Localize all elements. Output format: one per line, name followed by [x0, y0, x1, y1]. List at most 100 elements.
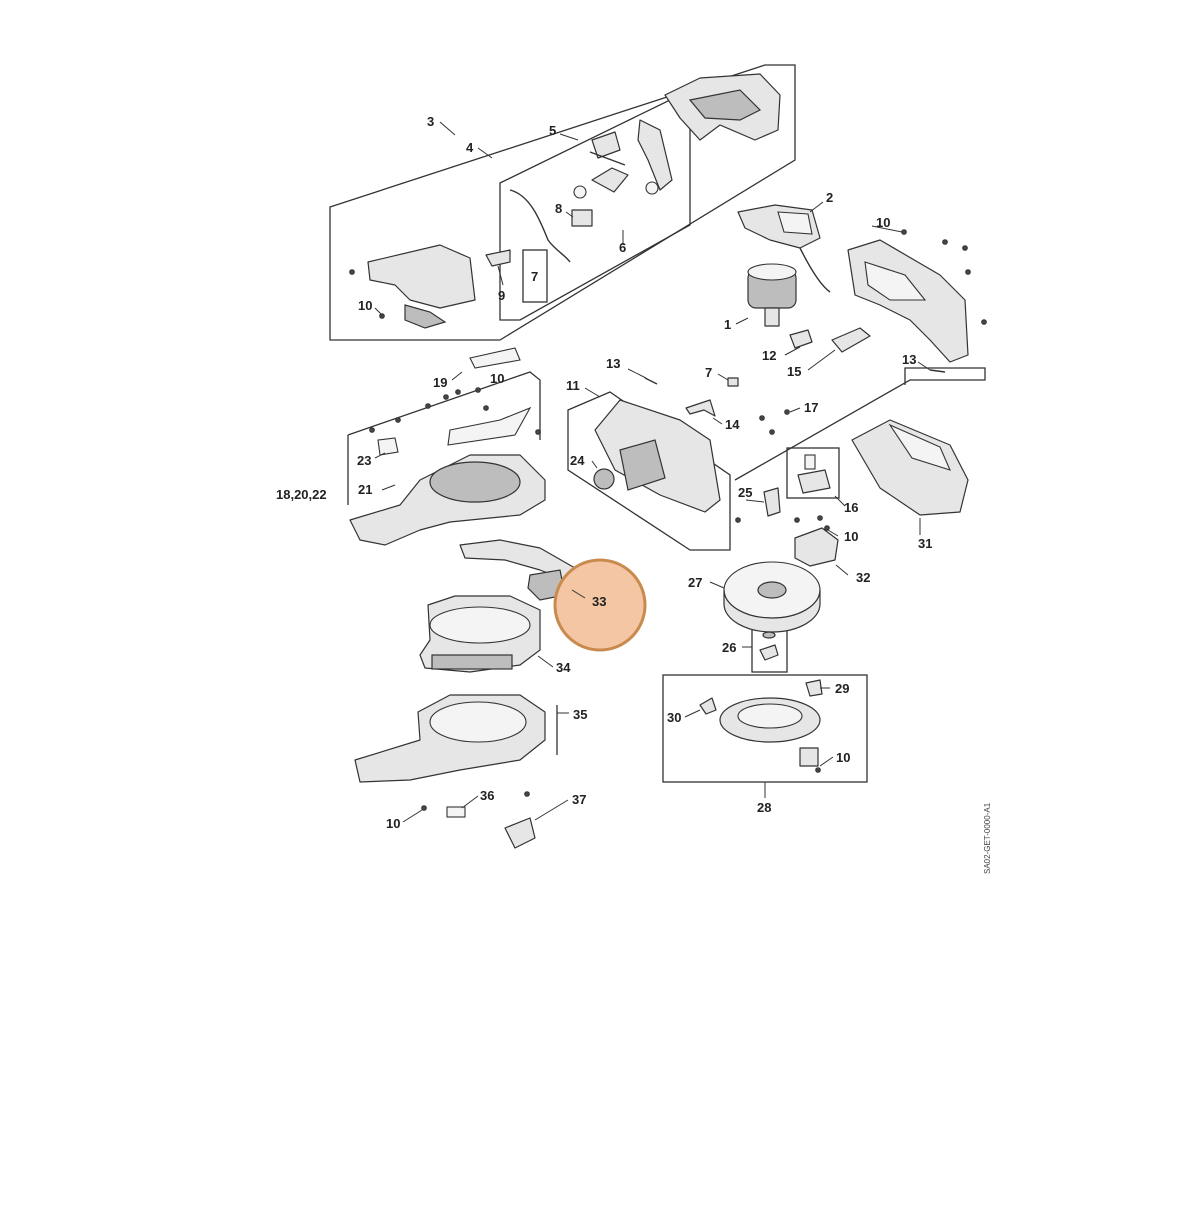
callout-24[interactable]: 24 [570, 453, 585, 468]
part-washer-26 [762, 631, 776, 639]
callout-35[interactable]: 35 [573, 707, 587, 722]
part-label-24 [593, 468, 615, 490]
part-spring-b [645, 181, 659, 195]
callout-10[interactable]: 10 [358, 298, 372, 313]
part-motor-top [747, 263, 797, 281]
part-blower-impeller-seat [429, 461, 521, 503]
callout-31[interactable]: 31 [918, 536, 932, 551]
part-module-cable [799, 247, 831, 293]
part-clip-9 [485, 249, 511, 267]
part-nozzle-cover-top [888, 423, 951, 471]
callout-26[interactable]: 26 [722, 640, 736, 655]
callout-23[interactable]: 23 [357, 453, 371, 468]
part-sensor-15 [831, 327, 871, 353]
callout-2[interactable]: 2 [826, 190, 833, 205]
callout-10[interactable]: 10 [490, 371, 504, 386]
part-strap-band [431, 654, 513, 670]
callout-6[interactable]: 6 [619, 240, 626, 255]
frame-motor-group [734, 367, 986, 481]
part-pin-13b [929, 369, 946, 373]
callout-4[interactable]: 4 [466, 140, 474, 155]
part-spring-30 [699, 697, 717, 715]
callout-29[interactable]: 29 [835, 681, 849, 696]
part-latch-16 [797, 469, 831, 494]
callout-1[interactable]: 1 [724, 317, 731, 332]
part-impeller-hub [757, 581, 787, 599]
callout-5[interactable]: 5 [549, 123, 556, 138]
callout-21[interactable]: 21 [358, 482, 372, 497]
callout-19[interactable]: 19 [433, 375, 447, 390]
part-bracket-32 [794, 527, 839, 567]
callout-16[interactable]: 16 [844, 500, 858, 515]
callout-14[interactable]: 14 [725, 417, 740, 432]
callout-17[interactable]: 17 [804, 400, 818, 415]
part-clamp-14 [685, 399, 716, 417]
part-label-plate [469, 347, 521, 369]
part-pin [589, 151, 626, 166]
frame-cover-group-11 [567, 391, 731, 551]
part-lower-housing-opening [429, 701, 527, 743]
frame-group-18-20-22 [347, 371, 541, 440]
part-label-36 [446, 806, 466, 818]
part-pin-13a [644, 377, 658, 385]
part-catch-25 [763, 487, 781, 517]
part-switch-lever-b [637, 119, 673, 191]
callout-10[interactable]: 10 [836, 750, 850, 765]
callout-13[interactable]: 13 [606, 356, 620, 371]
part-electronics-window [777, 211, 813, 235]
part-plug-7 [727, 377, 739, 387]
part-bracket-12 [789, 329, 813, 349]
part-decal-23 [377, 437, 399, 456]
frame-housing-group-3 [329, 64, 796, 341]
part-strap-opening [429, 606, 531, 644]
part-clip-37 [504, 817, 536, 849]
frame-group-16 [786, 447, 840, 499]
part-housing-half-right [847, 239, 969, 363]
callout-25[interactable]: 25 [738, 485, 752, 500]
callout-8[interactable]: 8 [555, 201, 562, 216]
part-switch-wire [509, 189, 571, 263]
callout-37[interactable]: 37 [572, 792, 586, 807]
part-microswitch [571, 209, 593, 227]
part-cover-strip [447, 406, 532, 446]
part-spring-16 [804, 454, 816, 470]
callout-10[interactable]: 10 [876, 215, 890, 230]
callout-3[interactable]: 3 [427, 114, 434, 129]
part-cover-grille [619, 439, 666, 491]
part-filter-grid [737, 703, 803, 729]
callout-9[interactable]: 9 [498, 288, 505, 303]
frame-group-7 [522, 249, 548, 303]
highlight-leader [571, 589, 586, 599]
callout-7[interactable]: 7 [531, 269, 538, 284]
callout-18-20-22[interactable]: 18,20,22 [276, 487, 327, 502]
part-key-26 [759, 644, 779, 661]
highlight-circle[interactable] [553, 558, 647, 652]
callout-15[interactable]: 15 [787, 364, 801, 379]
callout-28[interactable]: 28 [757, 800, 771, 815]
callout-36[interactable]: 36 [480, 788, 494, 803]
part-nozzle-cover-31 [851, 419, 969, 516]
part-motor-shaft [764, 307, 780, 327]
callout-34[interactable]: 34 [556, 660, 571, 675]
part-handle-housing-grip [688, 89, 762, 121]
callout-10[interactable]: 10 [844, 529, 858, 544]
part-housing-inner [864, 261, 927, 301]
callout-10[interactable]: 10 [386, 816, 400, 831]
callout-7[interactable]: 7 [705, 365, 712, 380]
document-id: SA02-GET-0000-A1 [983, 802, 992, 874]
callout-13[interactable]: 13 [902, 352, 916, 367]
frame-switch-group-4 [499, 99, 691, 321]
part-impeller-blades [723, 589, 821, 633]
callout-labels: 3 4 5 8 6 7 9 10 2 10 1 12 15 13 13 7 19… [276, 114, 932, 831]
callout-30[interactable]: 30 [667, 710, 681, 725]
callout-32[interactable]: 32 [856, 570, 870, 585]
callout-11[interactable]: 11 [566, 378, 580, 393]
callout-12[interactable]: 12 [762, 348, 776, 363]
part-housing-half-nose [404, 304, 447, 329]
part-housing-half [367, 244, 476, 309]
screws [349, 229, 987, 811]
highlight-label[interactable]: 33 [592, 594, 606, 609]
callout-27[interactable]: 27 [688, 575, 702, 590]
